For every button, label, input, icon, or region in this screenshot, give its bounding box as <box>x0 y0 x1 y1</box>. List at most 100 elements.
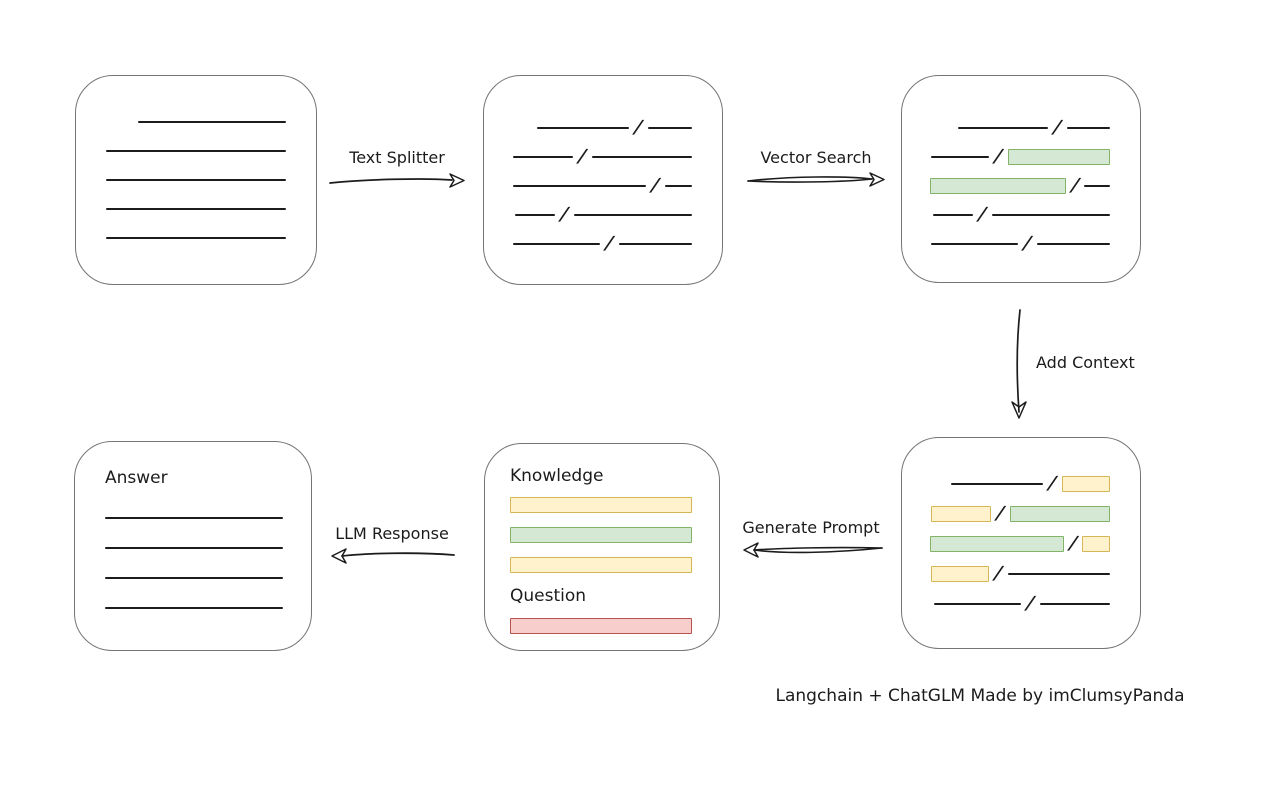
slash-separator: / <box>1052 116 1063 138</box>
text-line <box>106 149 286 152</box>
text-line <box>1040 603 1110 605</box>
yellow-chunk <box>931 506 992 522</box>
chunk-row: / <box>930 113 1110 142</box>
yellow-bar <box>510 557 692 573</box>
green-chunk <box>1008 148 1110 165</box>
prompt-box: Knowledge Question <box>484 443 720 651</box>
vector-search-label: Vector Search <box>760 148 872 167</box>
slash-separator: / <box>577 145 588 167</box>
generate-prompt-arrow: Generate Prompt <box>738 517 884 563</box>
llm-response-label: LLM Response <box>335 524 449 543</box>
chunk-row <box>104 107 286 136</box>
text-line <box>105 577 283 579</box>
green-bar <box>510 527 692 543</box>
text-line <box>138 120 286 123</box>
text-line <box>106 178 286 181</box>
text-line <box>951 483 1044 485</box>
chunk-row: / <box>512 171 692 200</box>
text-line <box>992 213 1110 216</box>
yellow-chunk <box>1082 536 1110 552</box>
yellow-bar <box>510 497 692 513</box>
chunk-row: / <box>512 142 692 171</box>
answer-box: Answer <box>74 441 312 651</box>
chunk-row: / <box>512 113 692 142</box>
text-splitter-arrow: Text Splitter <box>328 147 466 193</box>
yellow-chunk <box>1062 476 1110 492</box>
llm-response-arrow: LLM Response <box>328 523 456 569</box>
red-bar <box>510 618 692 634</box>
prompt-content: Knowledge Question <box>510 464 692 648</box>
text-line <box>513 155 574 158</box>
green-chunk <box>930 536 1064 552</box>
chunk-row: / <box>512 229 692 258</box>
generate-prompt-label: Generate Prompt <box>742 518 880 537</box>
chunk-row: / <box>930 529 1110 559</box>
context-chunk-rows: / / / / / <box>930 469 1110 619</box>
text-line <box>105 547 283 549</box>
question-label: Question <box>510 586 587 606</box>
text-line <box>665 184 692 187</box>
chunk-row: / <box>930 229 1110 258</box>
slash-separator: / <box>633 116 644 138</box>
slash-separator: / <box>995 503 1006 524</box>
chunk-row: / <box>930 589 1110 619</box>
slash-separator: / <box>1047 473 1058 494</box>
slash-separator: / <box>1022 232 1033 254</box>
matched-chunk-rows: / / / / / <box>930 113 1110 258</box>
chunk-row <box>104 223 286 252</box>
text-line <box>105 517 283 519</box>
text-line <box>619 242 692 245</box>
text-line <box>648 126 692 129</box>
answer-content: Answer <box>105 466 283 609</box>
add-context-label: Add Context <box>1036 353 1135 372</box>
text-line <box>1037 242 1110 245</box>
slash-separator: / <box>993 563 1004 584</box>
diagram-caption: Langchain + ChatGLM Made by imClumsyPand… <box>775 686 1185 706</box>
text-line <box>1067 126 1110 129</box>
source-document-lines <box>104 107 286 252</box>
knowledge-bars <box>510 497 692 587</box>
text-line <box>513 242 601 245</box>
slash-separator: / <box>604 232 615 254</box>
left-arrow-icon <box>743 542 883 558</box>
context-box: / / / / / <box>901 437 1141 649</box>
slash-separator: / <box>1025 593 1036 614</box>
right-arrow-icon <box>747 172 885 187</box>
chunk-row: / <box>512 200 692 229</box>
chunk-row: / <box>930 200 1110 229</box>
slash-separator: / <box>993 145 1004 167</box>
chunk-row: / <box>930 171 1110 200</box>
slash-separator: / <box>977 203 988 225</box>
text-line <box>931 242 1019 245</box>
split-text-box: ///// <box>483 75 723 285</box>
text-line <box>574 213 692 216</box>
vector-matched-box: / / / / / <box>901 75 1141 283</box>
yellow-chunk <box>931 566 990 582</box>
text-line <box>537 126 630 129</box>
knowledge-label: Knowledge <box>510 466 604 486</box>
text-line <box>105 607 283 609</box>
chunk-row: / <box>930 469 1110 499</box>
text-line <box>933 213 974 216</box>
source-document-box <box>75 75 317 285</box>
chunk-row <box>104 136 286 165</box>
down-arrow-icon <box>1011 309 1027 419</box>
text-line <box>958 126 1049 129</box>
split-chunk-rows: ///// <box>512 113 692 258</box>
text-line <box>592 155 692 158</box>
slash-separator: / <box>1069 174 1081 196</box>
answer-label: Answer <box>105 468 168 488</box>
text-splitter-label: Text Splitter <box>349 148 445 167</box>
slash-separator: / <box>1068 533 1079 554</box>
right-arrow-icon <box>329 173 465 188</box>
text-line <box>106 207 286 210</box>
question-bars <box>510 618 692 648</box>
answer-lines <box>105 517 283 609</box>
chunk-row: / <box>930 559 1110 589</box>
text-line <box>934 603 1022 605</box>
text-line <box>1008 573 1110 575</box>
text-line <box>1084 184 1110 187</box>
chunk-row <box>104 165 286 194</box>
vector-search-arrow: Vector Search <box>746 147 886 193</box>
